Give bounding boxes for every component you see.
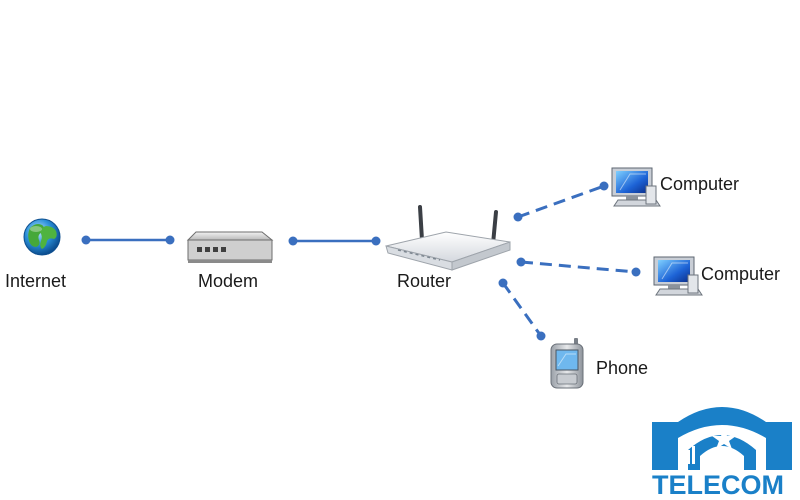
link-router-computer-1	[513, 181, 609, 222]
computer-2-label: Computer	[701, 264, 781, 284]
link-endpoint-dot	[631, 267, 641, 277]
star-icon	[712, 428, 736, 449]
link-endpoint-dot	[516, 257, 526, 267]
link-router-phone	[498, 278, 546, 341]
computer-icon	[653, 256, 703, 296]
link-endpoint-dot	[371, 236, 381, 246]
modem-icon	[186, 231, 274, 263]
phone-label: Phone	[596, 358, 649, 378]
computer-1-label: Computer	[660, 174, 740, 194]
link-modem-router	[288, 236, 381, 246]
link-endpoint-dot	[498, 278, 508, 288]
telecom-logo	[652, 407, 792, 470]
link-endpoint-dot	[165, 235, 175, 245]
internet-label: Internet	[5, 271, 67, 291]
telecom-logo-text: TELECOM	[652, 470, 784, 500]
link-endpoint-dot	[513, 212, 523, 222]
phone-icon	[550, 338, 584, 389]
link-endpoint-dot	[599, 181, 609, 191]
link-internet-modem	[81, 235, 175, 245]
computer-icon	[611, 167, 661, 207]
router-label: Router	[397, 271, 452, 291]
router-icon	[385, 205, 511, 271]
link-endpoint-dot	[288, 236, 298, 246]
link-endpoint-dot	[81, 235, 91, 245]
link-endpoint-dot	[536, 331, 546, 341]
modem-label: Modem	[198, 271, 259, 291]
link-router-computer-2	[516, 257, 641, 277]
globe-icon	[23, 218, 61, 256]
